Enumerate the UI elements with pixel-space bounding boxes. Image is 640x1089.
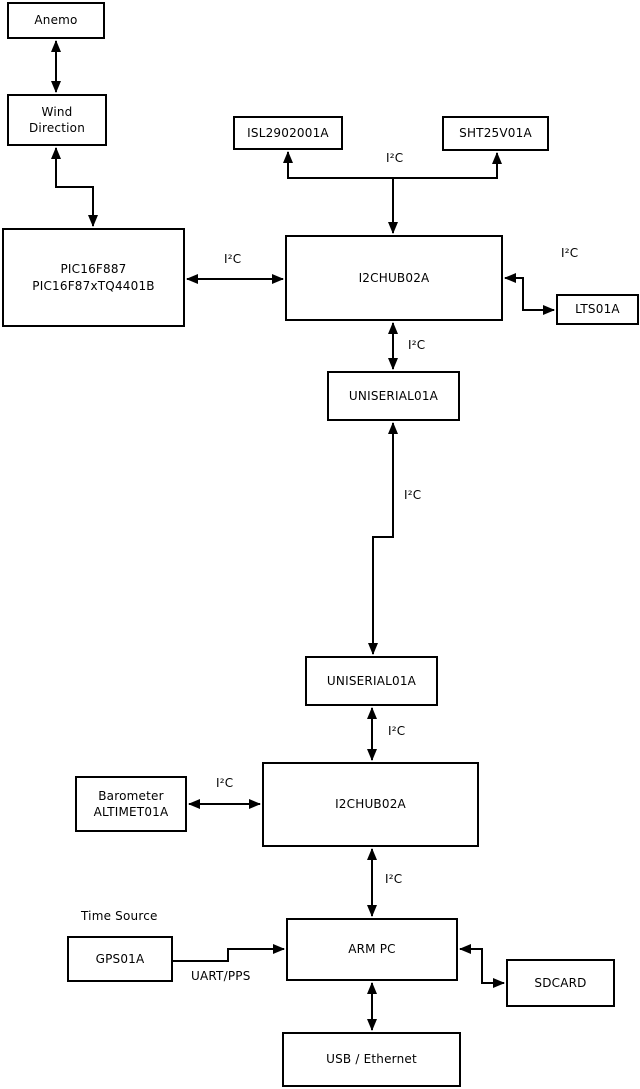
node-gps01a: GPS01A: [67, 936, 173, 982]
node-arm-pc: ARM PC: [286, 918, 458, 981]
node-sht25v01a: SHT25V01A: [442, 116, 549, 151]
node-anemo: Anemo: [7, 2, 105, 39]
edge-label-i2c-pic-hub: I²C: [224, 252, 242, 266]
connector-gps-armpc: [173, 944, 285, 962]
node-usb-ethernet-label: USB / Ethernet: [326, 1052, 417, 1067]
node-barometer-label-line2: ALTIMET01A: [93, 805, 169, 819]
node-isl2902001a-label: ISL2902001A: [247, 125, 329, 140]
node-pic16f887-label-line1: PIC16F887: [60, 262, 127, 277]
node-isl2902001a: ISL2902001A: [233, 116, 343, 150]
node-wind-direction: Wind Direction: [7, 94, 107, 146]
edge-label-time-source: Time Source: [81, 909, 158, 923]
node-wind-direction-label-line2: Direction: [28, 121, 85, 135]
node-i2chub02a-top: I2CHUB02A: [285, 235, 503, 321]
node-barometer-altimet01a: Barometer ALTIMET01A: [75, 776, 187, 832]
node-i2chub02a-top-label: I2CHUB02A: [358, 270, 430, 285]
node-sdcard-label: SDCARD: [534, 975, 587, 990]
node-barometer-label-line1: Barometer: [98, 788, 164, 803]
node-gps01a-label: GPS01A: [95, 951, 145, 966]
edge-label-i2c-uniserial-uniserial: I²C: [404, 488, 422, 502]
node-pic16f887-label-line2: PIC16F87xTQ4401B: [32, 278, 155, 293]
edge-label-i2c-barometer-hub: I²C: [216, 776, 234, 790]
node-usb-ethernet: USB / Ethernet: [282, 1032, 461, 1087]
node-sdcard: SDCARD: [506, 959, 615, 1007]
node-lts01a-label: LTS01A: [575, 302, 620, 317]
node-i2chub02a-bottom: I2CHUB02A: [262, 762, 479, 847]
edge-label-i2c-hub-armpc: I²C: [385, 872, 403, 886]
connector-armpc-sdcard: [459, 944, 505, 988]
connector-uniserial-top-uniserial-bottom: [368, 422, 398, 655]
node-uniserial01a-top-label: UNISERIAL01A: [348, 388, 439, 403]
node-i2chub02a-bottom-label: I2CHUB02A: [335, 797, 406, 812]
node-wind-direction-label-line1: Wind: [41, 104, 73, 119]
node-uniserial01a-bottom: UNISERIAL01A: [305, 656, 438, 706]
edge-label-i2c-hub-uniserial: I²C: [408, 338, 426, 352]
node-lts01a: LTS01A: [556, 294, 639, 325]
node-uniserial01a-top: UNISERIAL01A: [327, 371, 460, 421]
node-pic16f887: PIC16F887 PIC16F87xTQ4401B: [2, 228, 185, 327]
node-arm-pc-label: ARM PC: [348, 942, 396, 957]
edge-label-uart-pps: UART/PPS: [191, 969, 251, 983]
node-anemo-label: Anemo: [34, 13, 78, 28]
edge-label-i2c-hub-lts: I²C: [561, 246, 579, 260]
edge-label-i2c-isl-sht: I²C: [386, 151, 404, 165]
node-sht25v01a-label: SHT25V01A: [459, 126, 532, 141]
node-uniserial01a-bottom-label: UNISERIAL01A: [326, 673, 417, 688]
connector-winddirection-pic: [51, 147, 98, 227]
connector-i2chub-top-lts: [504, 273, 555, 315]
edge-label-i2c-uniserial-hub: I²C: [388, 724, 406, 738]
